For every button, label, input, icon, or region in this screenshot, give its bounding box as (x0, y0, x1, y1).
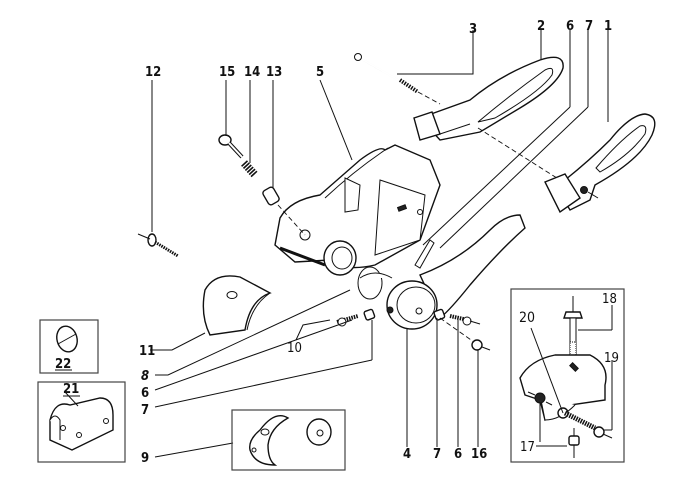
inset-9 (231, 409, 346, 471)
callout-11: 11 (139, 344, 155, 359)
part-14-spring (241, 160, 258, 178)
callout-5: 5 (316, 65, 324, 80)
callout-1: 1 (604, 19, 612, 34)
part-7-bushing-b (433, 308, 446, 321)
part-4-wheel (386, 214, 526, 330)
inset-22 (39, 319, 99, 374)
callout-2: 2 (537, 19, 545, 34)
callout-12: 12 (145, 65, 161, 80)
part-7-bushing-a (363, 308, 376, 321)
callout-6-top: 6 (566, 19, 574, 34)
callout-4: 4 (403, 447, 411, 462)
part-13-sleeve (262, 186, 306, 236)
part-16-cap (439, 317, 491, 351)
callout-14: 14 (244, 65, 260, 80)
callout-20: 20 (519, 310, 535, 326)
callout-13: 13 (266, 65, 282, 80)
inset-21 (37, 381, 126, 463)
callout-6-bottom: 6 (454, 447, 462, 462)
callout-3: 3 (469, 22, 477, 37)
callout-21: 21 (63, 382, 79, 397)
callout-15: 15 (219, 65, 235, 80)
callout-18: 18 (602, 292, 617, 307)
leader-lines (150, 30, 609, 458)
callout-7-bottom: 7 (433, 447, 441, 462)
inset-17-20 (510, 288, 625, 463)
callout-7-top: 7 (585, 19, 593, 34)
callout-6-left: 6 (141, 386, 149, 401)
callout-19: 19 (604, 351, 619, 366)
part-5-body (274, 144, 441, 276)
part-6-screw-b (449, 314, 481, 326)
callout-10: 10 (287, 341, 302, 356)
part-12-screw (137, 233, 179, 258)
part-15-pin (218, 134, 244, 159)
callout-16: 16 (471, 447, 487, 462)
callout-labels: 12 15 14 13 5 3 2 6 7 1 11 10 8 6 7 9 4 … (55, 19, 619, 466)
part-3-bolt (354, 53, 441, 105)
callout-22: 22 (55, 357, 71, 372)
part-11-cover (202, 275, 272, 336)
part-1-handle (544, 113, 656, 214)
part-8-ring (357, 266, 393, 300)
callout-7-left: 7 (141, 403, 149, 418)
callout-8: 8 (141, 369, 149, 384)
callout-9: 9 (141, 451, 149, 466)
callout-17: 17 (520, 440, 535, 455)
part-2-handle (413, 56, 564, 181)
